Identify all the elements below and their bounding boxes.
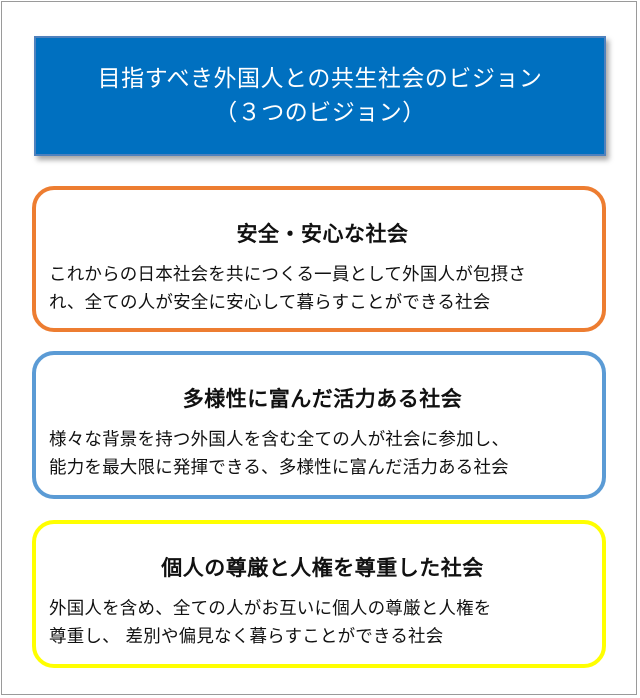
vision-box-diversity: 多様性に富んだ活力ある社会 様々な背景を持つ外国人を含む全ての人が社会に参加し、… <box>32 351 606 499</box>
vision-description: これからの日本社会を共につくる一員として外国人が包摂さ れ、全ての人が安全に安心… <box>49 261 596 317</box>
vision-box-dignity: 個人の尊厳と人権を尊重した社会 外国人を含め、全ての人がお互いに個人の尊厳と人権… <box>32 520 606 668</box>
vision-heading: 安全・安心な社会 <box>236 222 409 246</box>
vision-description-line: れ、全ての人が安全に安心して暮らすことができる社会 <box>49 293 491 313</box>
vision-heading: 多様性に富んだ活力ある社会 <box>182 387 463 411</box>
vision-description-line: 尊重し、 差別や偏見なく暮らすことができる社会 <box>49 627 444 647</box>
title-line-2: （３つのビジョン） <box>214 100 426 126</box>
vision-description-line: 能力を最大限に発揮できる、多様性に富んだ活力ある社会 <box>49 458 509 478</box>
vision-description: 外国人を含め、全ての人がお互いに個人の尊厳と人権を 尊重し、 差別や偏見なく暮ら… <box>49 595 596 651</box>
vision-heading: 個人の尊厳と人権を尊重した社会 <box>161 556 484 580</box>
title-banner: 目指すべき外国人との共生社会のビジョン （３つのビジョン） <box>34 36 606 156</box>
vision-description-line: 様々な背景を持つ外国人を含む全ての人が社会に参加し、 <box>49 430 510 450</box>
vision-box-safety: 安全・安心な社会 これからの日本社会を共につくる一員として外国人が包摂さ れ、全… <box>32 186 606 332</box>
vision-description: 様々な背景を持つ外国人を含む全ての人が社会に参加し、 能力を最大限に発揮できる、… <box>49 426 596 482</box>
title-line-1: 目指すべき外国人との共生社会のビジョン <box>97 66 543 92</box>
vision-description-line: 外国人を含め、全ての人がお互いに個人の尊厳と人権を <box>49 599 492 619</box>
vision-description-line: これからの日本社会を共につくる一員として外国人が包摂さ <box>49 265 527 285</box>
